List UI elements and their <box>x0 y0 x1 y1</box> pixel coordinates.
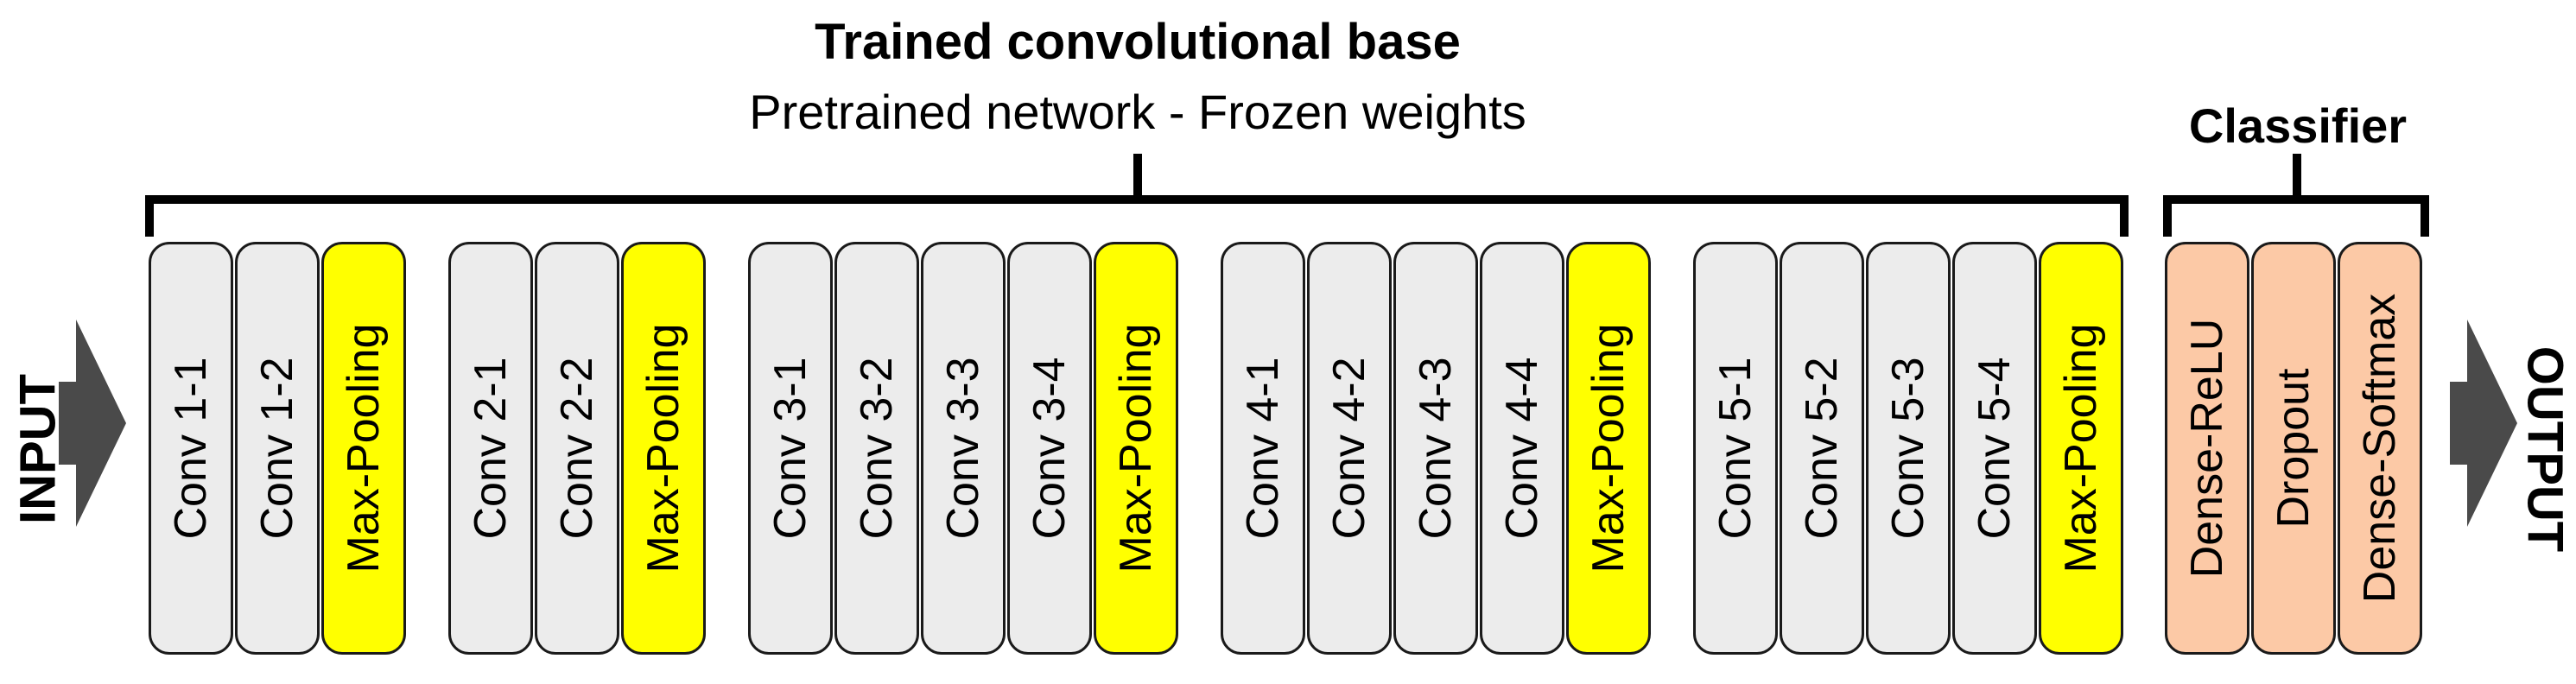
output-label: OUTPUT <box>2516 345 2573 553</box>
layer-label: Max-Pooling <box>1583 323 1634 573</box>
layer-dense: Dense-ReLU <box>2165 242 2249 655</box>
layer-conv: Conv 3-1 <box>748 242 833 655</box>
layer-conv: Conv 4-4 <box>1480 242 1564 655</box>
layer-pool: Max-Pooling <box>621 242 706 655</box>
layer-pool: Max-Pooling <box>321 242 406 655</box>
layer-label: Conv 2-2 <box>552 357 602 540</box>
layer-label: Conv 5-4 <box>1970 357 2020 540</box>
layer-label: Conv 5-1 <box>1710 357 1761 540</box>
layer-label: Max-Pooling <box>339 323 389 573</box>
layer-conv: Conv 4-3 <box>1393 242 1478 655</box>
layer-conv: Conv 5-3 <box>1866 242 1951 655</box>
layer-label: Conv 3-3 <box>938 357 988 540</box>
layer-dense: Dense-Softmax <box>2338 242 2422 655</box>
layer-conv: Conv 1-2 <box>235 242 320 655</box>
conv-base-bracket-stem <box>1133 154 1142 199</box>
layer-conv: Conv 4-1 <box>1221 242 1305 655</box>
input-arrow-icon <box>59 320 126 527</box>
layer-conv: Conv 2-2 <box>535 242 619 655</box>
layer-label: Conv 4-4 <box>1497 357 1547 540</box>
layer-label: Conv 4-1 <box>1238 357 1288 540</box>
output-arrow-icon <box>2450 320 2517 527</box>
layer-conv: Conv 2-1 <box>448 242 533 655</box>
layer-label: Dropout <box>2268 368 2319 529</box>
layer-label: Conv 2-1 <box>466 357 516 540</box>
layer-label: Conv 4-2 <box>1324 357 1374 540</box>
layer-conv: Conv 3-2 <box>834 242 919 655</box>
layer-label: Conv 5-2 <box>1797 357 1847 540</box>
classifier-title: Classifier <box>2188 98 2408 153</box>
layer-conv: Conv 4-2 <box>1307 242 1392 655</box>
layer-label: Conv 5-3 <box>1883 357 1933 540</box>
layer-pool: Max-Pooling <box>1566 242 1651 655</box>
layer-pool: Max-Pooling <box>2039 242 2123 655</box>
layer-conv: Conv 3-4 <box>1007 242 1092 655</box>
conv-base-title: Trained convolutional base <box>815 14 1461 70</box>
classifier-bracket <box>2163 195 2429 237</box>
conv-base-subtitle: Pretrained network - Frozen weights <box>749 85 1526 139</box>
layer-label: Max-Pooling <box>1111 323 1161 573</box>
layer-conv: Conv 5-1 <box>1693 242 1778 655</box>
classifier-bracket-stem <box>2293 154 2301 199</box>
layer-label: Dense-ReLU <box>2182 318 2232 579</box>
input-label: INPUT <box>10 374 67 524</box>
layer-pool: Max-Pooling <box>1094 242 1178 655</box>
layer-label: Conv 3-1 <box>765 357 815 540</box>
layer-conv: Conv 5-4 <box>1952 242 2037 655</box>
layer-label: Conv 3-2 <box>852 357 902 540</box>
layer-conv: Conv 1-1 <box>149 242 233 655</box>
layer-dense: Dropout <box>2251 242 2336 655</box>
layer-label: Conv 1-2 <box>252 357 302 540</box>
layer-conv: Conv 3-3 <box>921 242 1006 655</box>
layer-label: Conv 4-3 <box>1411 357 1461 540</box>
layer-conv: Conv 5-2 <box>1780 242 1864 655</box>
conv-base-bracket <box>145 195 2129 237</box>
layer-label: Dense-Softmax <box>2355 293 2405 604</box>
layer-label: Max-Pooling <box>638 323 688 573</box>
layer-label: Conv 3-4 <box>1025 357 1075 540</box>
layer-label: Max-Pooling <box>2056 323 2106 573</box>
layer-label: Conv 1-1 <box>166 357 216 540</box>
